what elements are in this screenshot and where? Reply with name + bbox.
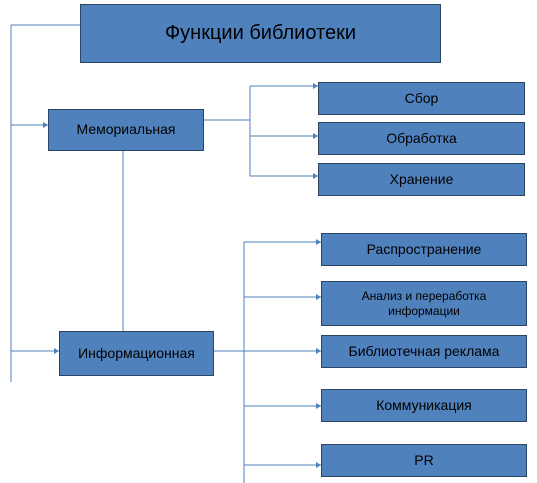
- title-box: Функции библиотеки: [80, 4, 441, 63]
- arrow-analiz: [316, 294, 321, 300]
- arrow-reklama: [316, 348, 321, 354]
- informational-box: Информационная: [59, 331, 214, 376]
- arrow-rasprostranenie: [316, 239, 321, 245]
- memorial-label: Мемориальная: [76, 121, 176, 138]
- informational-child-reklama: Библиотечная реклама: [321, 335, 527, 368]
- arrow-obrabotka: [313, 133, 318, 139]
- arrow-pr: [316, 462, 321, 468]
- informational-label: Информационная: [78, 344, 195, 361]
- memorial-box: Мемориальная: [48, 109, 204, 151]
- title-label: Функции библиотеки: [164, 22, 357, 44]
- arrow-hranenie: [313, 173, 318, 179]
- memorial-child-sbor: Сбор: [318, 82, 525, 115]
- informational-child-rasprostranenie: Распространение: [321, 233, 527, 266]
- arrow-sbor: [313, 83, 318, 89]
- memorial-child-hranenie: Хранение: [318, 163, 525, 196]
- informational-child-analiz: Анализ и переработка информации: [321, 281, 527, 326]
- arrow-kommunikaciya: [316, 403, 321, 409]
- informational-child-pr: PR: [321, 444, 527, 477]
- informational-child-kommunikaciya: Коммуникация: [321, 389, 527, 422]
- arrow-memorial: [43, 122, 48, 128]
- arrow-informational: [54, 348, 59, 354]
- memorial-child-obrabotka: Обработка: [318, 122, 525, 155]
